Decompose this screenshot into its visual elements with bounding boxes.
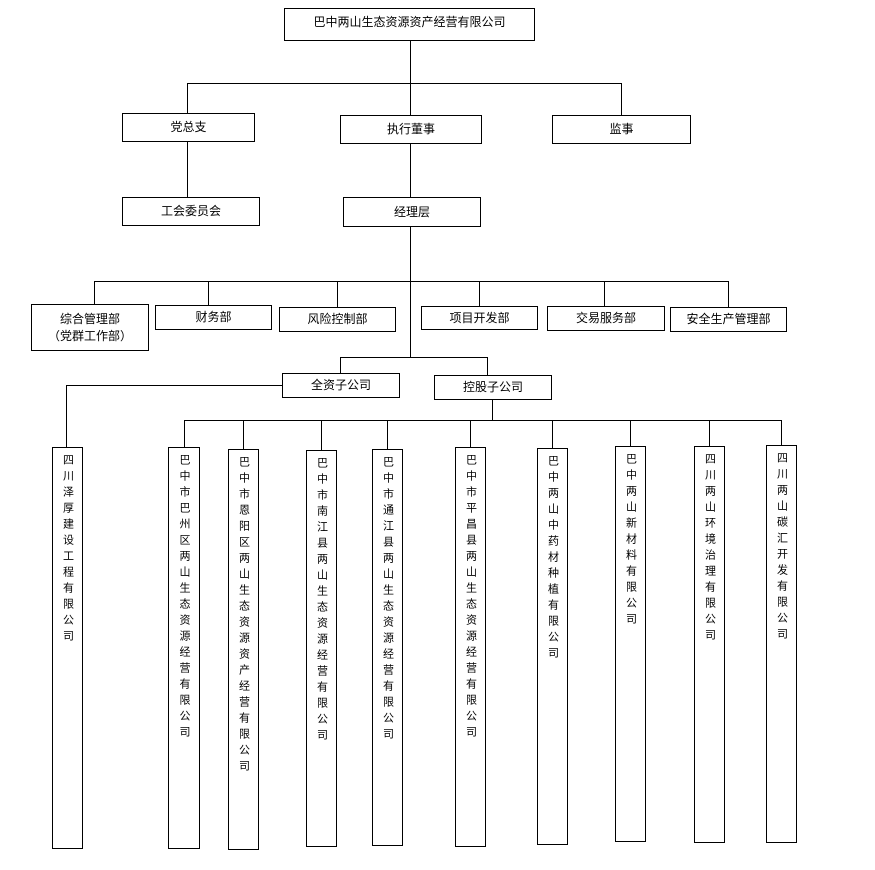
executive-director-box: 执行董事 xyxy=(340,115,482,144)
company-name: 四川两山环境治理有限公司 xyxy=(703,453,717,645)
wholly-owned-subsidiaries-box: 全资子公司 xyxy=(282,373,400,398)
supervisor-box: 监事 xyxy=(552,115,691,144)
management-box: 经理层 xyxy=(343,197,481,227)
connector xyxy=(492,399,493,420)
root-company-label: 巴中两山生态资源资产经营有限公司 xyxy=(313,15,506,29)
subsidiary-company-box: 巴中市平昌县两山生态资源经营有限公司 xyxy=(455,447,486,847)
connector xyxy=(410,226,411,357)
subsidiary-company-box: 巴中市恩阳区两山生态资源资产经营有限公司 xyxy=(228,449,259,850)
connector xyxy=(630,420,631,446)
connector xyxy=(410,40,411,115)
connector xyxy=(187,83,622,84)
department-label: 财务部 xyxy=(195,310,232,324)
connector xyxy=(337,281,338,307)
department-box: 安全生产管理部 xyxy=(670,307,787,332)
connector xyxy=(410,143,411,197)
department-label: 综合管理部 xyxy=(59,311,120,326)
department-label: 安全生产管理部 xyxy=(686,312,771,326)
connector xyxy=(94,281,95,304)
party-branch-label: 党总支 xyxy=(170,120,207,134)
company-name: 四川泽厚建设工程有限公司 xyxy=(61,454,75,646)
connector xyxy=(66,385,282,386)
executive-director-label: 执行董事 xyxy=(386,122,435,136)
holding-label: 控股子公司 xyxy=(462,380,523,394)
connector xyxy=(621,83,622,115)
connector xyxy=(552,420,553,448)
company-name: 巴中市通江县两山生态资源经营有限公司 xyxy=(381,456,395,744)
management-label: 经理层 xyxy=(393,204,430,219)
company-name: 巴中市南江县两山生态资源经营有限公司 xyxy=(315,457,329,745)
company-name: 巴中市巴州区两山生态资源经营有限公司 xyxy=(178,454,191,742)
connector xyxy=(66,385,67,447)
subsidiary-company-box: 四川两山环境治理有限公司 xyxy=(694,446,725,843)
department-label: 项目开发部 xyxy=(449,310,510,325)
company-name: 巴中市平昌县两山生态资源经营有限公司 xyxy=(464,454,478,742)
department-label: 风险控制部 xyxy=(307,312,368,326)
department-box: 项目开发部 xyxy=(421,306,538,330)
connector xyxy=(184,420,782,421)
connector xyxy=(340,357,341,373)
company-name: 巴中两山新材料有限公司 xyxy=(624,453,638,629)
connector xyxy=(387,420,388,449)
department-box: 风险控制部 xyxy=(279,307,396,332)
department-box: 交易服务部 xyxy=(547,306,665,331)
connector xyxy=(184,420,185,447)
connector xyxy=(728,281,729,307)
subsidiary-company-box: 巴中两山新材料有限公司 xyxy=(615,446,646,842)
holding-subsidiaries-box: 控股子公司 xyxy=(434,375,552,400)
connector xyxy=(487,357,488,375)
company-name: 四川两山碳汇开发有限公司 xyxy=(775,452,789,644)
supervisor-label: 监事 xyxy=(609,122,634,136)
connector xyxy=(604,281,605,306)
company-name: 巴中两山中药材种植有限公司 xyxy=(546,455,560,663)
subsidiary-company-box: 巴中市南江县两山生态资源经营有限公司 xyxy=(306,450,337,847)
root-company-box: 巴中两山生态资源资产经营有限公司 xyxy=(284,8,535,41)
connector xyxy=(187,83,188,113)
connector xyxy=(781,420,782,445)
connector xyxy=(243,420,244,449)
department-label: 交易服务部 xyxy=(575,311,636,325)
party-branch-box: 党总支 xyxy=(122,113,255,142)
connector xyxy=(321,420,322,450)
company-name: 巴中市恩阳区两山生态资源资产经营有限公司 xyxy=(237,456,251,776)
union-committee-box: 工会委员会 xyxy=(122,197,260,226)
connector xyxy=(187,141,188,197)
department-sublabel: （党群工作部） xyxy=(47,328,132,343)
connector xyxy=(340,357,488,358)
wholly-owned-label: 全资子公司 xyxy=(310,378,371,392)
department-box: 综合管理部 （党群工作部） xyxy=(31,304,149,351)
connector xyxy=(208,281,209,305)
subsidiary-company-box: 四川泽厚建设工程有限公司 xyxy=(52,447,83,849)
subsidiary-company-box: 巴中市巴州区两山生态资源经营有限公司 xyxy=(168,447,200,849)
connector xyxy=(709,420,710,446)
connector xyxy=(94,281,729,282)
connector xyxy=(479,281,480,306)
department-box: 财务部 xyxy=(155,305,272,330)
subsidiary-company-box: 四川两山碳汇开发有限公司 xyxy=(766,445,797,843)
connector xyxy=(470,420,471,447)
union-committee-label: 工会委员会 xyxy=(160,204,221,218)
subsidiary-company-box: 巴中两山中药材种植有限公司 xyxy=(537,448,568,845)
subsidiary-company-box: 巴中市通江县两山生态资源经营有限公司 xyxy=(372,449,403,846)
